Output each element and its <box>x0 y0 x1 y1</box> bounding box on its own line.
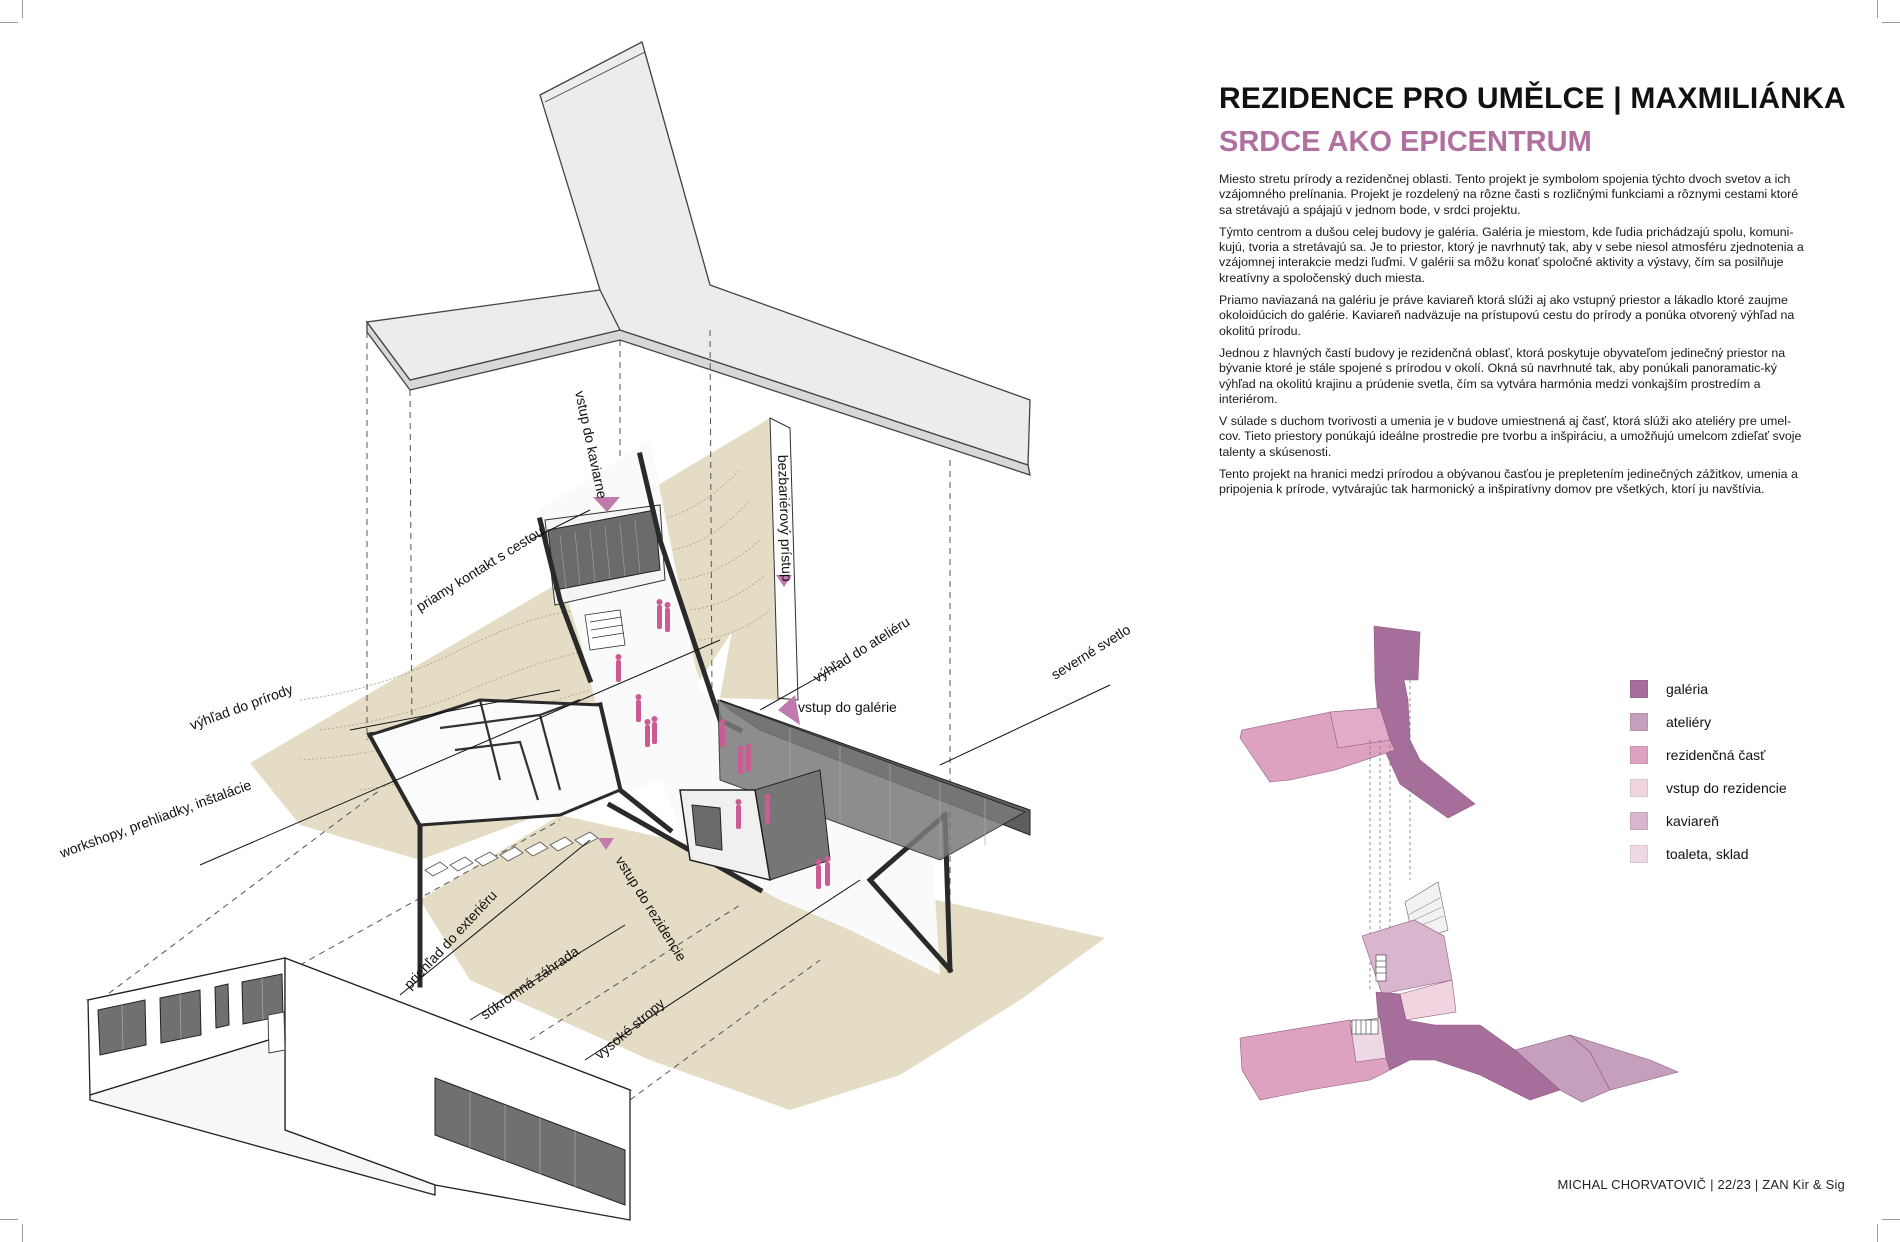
arrow-barrier-free <box>776 575 792 587</box>
legend: galéria ateliéry rezidenčná časť vstup d… <box>1630 672 1787 870</box>
crop-mark <box>1877 1224 1878 1242</box>
footer-credit: MICHAL CHORVATOVIČ | 22/23 | ZAN Kir & S… <box>1557 1177 1845 1192</box>
legend-label: vstup do rezidencie <box>1666 779 1787 796</box>
entry-arrows <box>593 497 800 850</box>
skylight-windows <box>424 831 599 877</box>
crop-mark <box>1882 1219 1900 1220</box>
page-title: REZIDENCE PRO UMĚLCE | MAXMILIÁNKA <box>1219 82 1846 115</box>
crop-mark <box>0 1219 18 1220</box>
paragraph-3: Priamo naviazaná na galériu je práve kav… <box>1219 293 1795 338</box>
legend-item-ateliery: ateliéry <box>1630 705 1787 738</box>
legend-item-galeria: galéria <box>1630 672 1787 705</box>
lower-floor-plan <box>1239 881 1679 1103</box>
legend-swatch <box>1630 778 1648 797</box>
label-workshopy: workshopy, prehliadky, inštalácie <box>57 776 254 861</box>
arrow-residence <box>598 838 614 850</box>
legend-swatch <box>1630 679 1648 698</box>
page-subtitle: SRDCE AKO EPICENTRUM <box>1219 126 1592 158</box>
legend-label: rezidenčná časť <box>1666 746 1766 763</box>
label-bezbarierovy-pristup: bezbariérový prístup <box>775 455 795 583</box>
lower-atelier-2 <box>1569 1034 1679 1091</box>
label-severne-svetlo: severné svetlo <box>1048 621 1133 683</box>
label-vstup-do-galerie: vstup do galérie <box>798 699 897 715</box>
axonometric-diagram: vstup do kaviarne bezbariérový prístup p… <box>57 41 1133 1221</box>
ground-contours <box>299 469 771 791</box>
legend-label: ateliéry <box>1666 713 1712 730</box>
legend-swatch <box>1630 745 1648 764</box>
legend-swatch <box>1630 811 1648 830</box>
upper-galeria <box>1373 625 1476 819</box>
lower-galeria <box>1375 991 1561 1101</box>
ground-garden <box>420 815 1105 1110</box>
legend-item-vstup-do-rezidencie: vstup do rezidencie <box>1630 771 1787 804</box>
upper-floor-plan <box>1239 625 1476 819</box>
roof-plan <box>365 41 1031 476</box>
legend-label: galéria <box>1666 680 1709 697</box>
building-plan <box>366 417 1031 988</box>
label-vyhlad-do-atelieru: výhľad do ateliéru <box>810 613 912 685</box>
roof-slab <box>365 41 1031 466</box>
leader-lines <box>199 509 1111 1061</box>
arrow-gallery <box>778 695 800 725</box>
arrow-cafe <box>593 497 620 512</box>
paragraph-4: Jednou z hlavných častí budovy je rezide… <box>1219 345 1786 406</box>
paragraph-2: Týmto centrom a dušou celej budovy je ga… <box>1219 224 1804 285</box>
crop-mark <box>22 1224 23 1242</box>
residence-volume <box>85 957 633 1221</box>
people-figures <box>615 599 831 889</box>
ramp-strip <box>769 417 799 701</box>
label-priamy-kontakt: priamy kontakt s cestou <box>413 523 546 615</box>
crop-mark <box>1877 0 1878 18</box>
legend-item-rezidencna-cast: rezidenčná časť <box>1630 738 1787 771</box>
crop-mark <box>0 22 18 23</box>
legend-item-toaleta-sklad: toaleta, sklad <box>1630 837 1787 870</box>
description-text: Miesto stretu prírody a rezidenčnej obla… <box>1219 172 1805 505</box>
crop-mark <box>1882 22 1900 23</box>
legend-label: toaleta, sklad <box>1666 845 1749 862</box>
legend-label: kaviareň <box>1666 812 1719 829</box>
paragraph-1: Miesto stretu prírody a rezidenčnej obla… <box>1219 172 1799 217</box>
legend-item-kaviaren: kaviareň <box>1630 804 1787 837</box>
function-diagram <box>1239 625 1679 1103</box>
gallery-glazing-back <box>717 699 1027 861</box>
paragraph-5: V súlade s duchom tvorivosti a umenia je… <box>1219 414 1802 459</box>
legend-swatch <box>1630 712 1648 731</box>
legend-swatch <box>1630 844 1648 863</box>
paragraph-6: Tento projekt na hranici medzi prírodou … <box>1219 467 1798 497</box>
crop-mark <box>22 0 23 18</box>
label-vyhlad-do-prirody: výhľad do prírody <box>188 681 295 733</box>
